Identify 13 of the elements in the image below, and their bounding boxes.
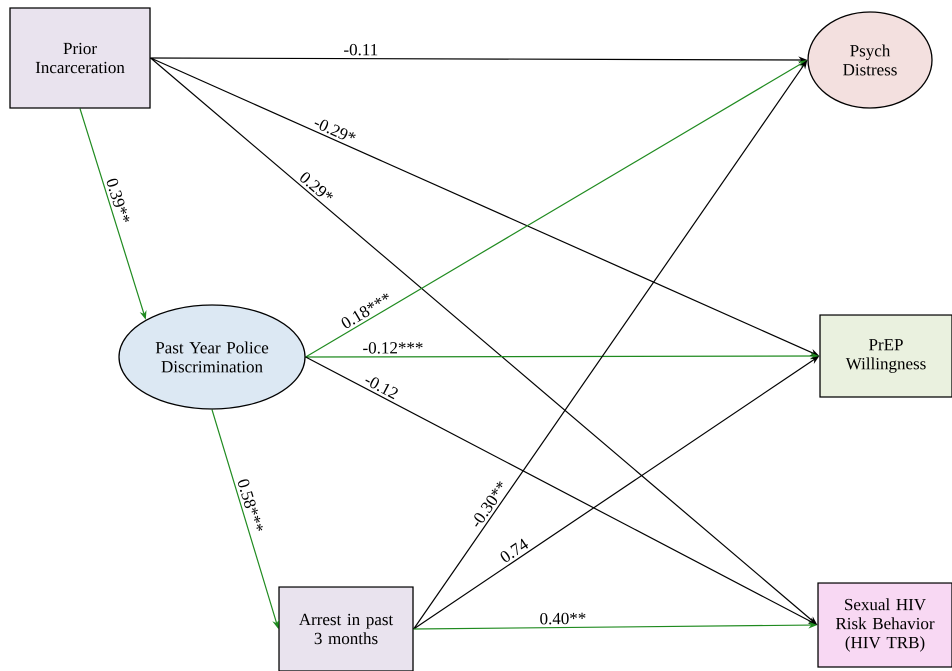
variable-box: Arrest in past 3 months: [278, 586, 414, 671]
edge-label: -0.29*: [311, 114, 359, 146]
edge-label: 0.74: [497, 536, 532, 566]
edge-label: 0.40**: [538, 612, 588, 626]
edge-label: -0.11: [342, 42, 380, 56]
edge-label: 0.58***: [236, 476, 266, 536]
edge-label: 0.39**: [104, 176, 132, 226]
variable-box: Prior Incarceration: [9, 7, 151, 109]
variable-box: PrEP Willingness: [819, 314, 952, 398]
edge-label: -0.12***: [362, 341, 424, 355]
variable-box: Sexual HIV Risk Behavior (HIV TRB): [817, 582, 952, 668]
edge-label: -0.12: [362, 372, 402, 402]
edge-label: 0.29*: [296, 169, 336, 206]
